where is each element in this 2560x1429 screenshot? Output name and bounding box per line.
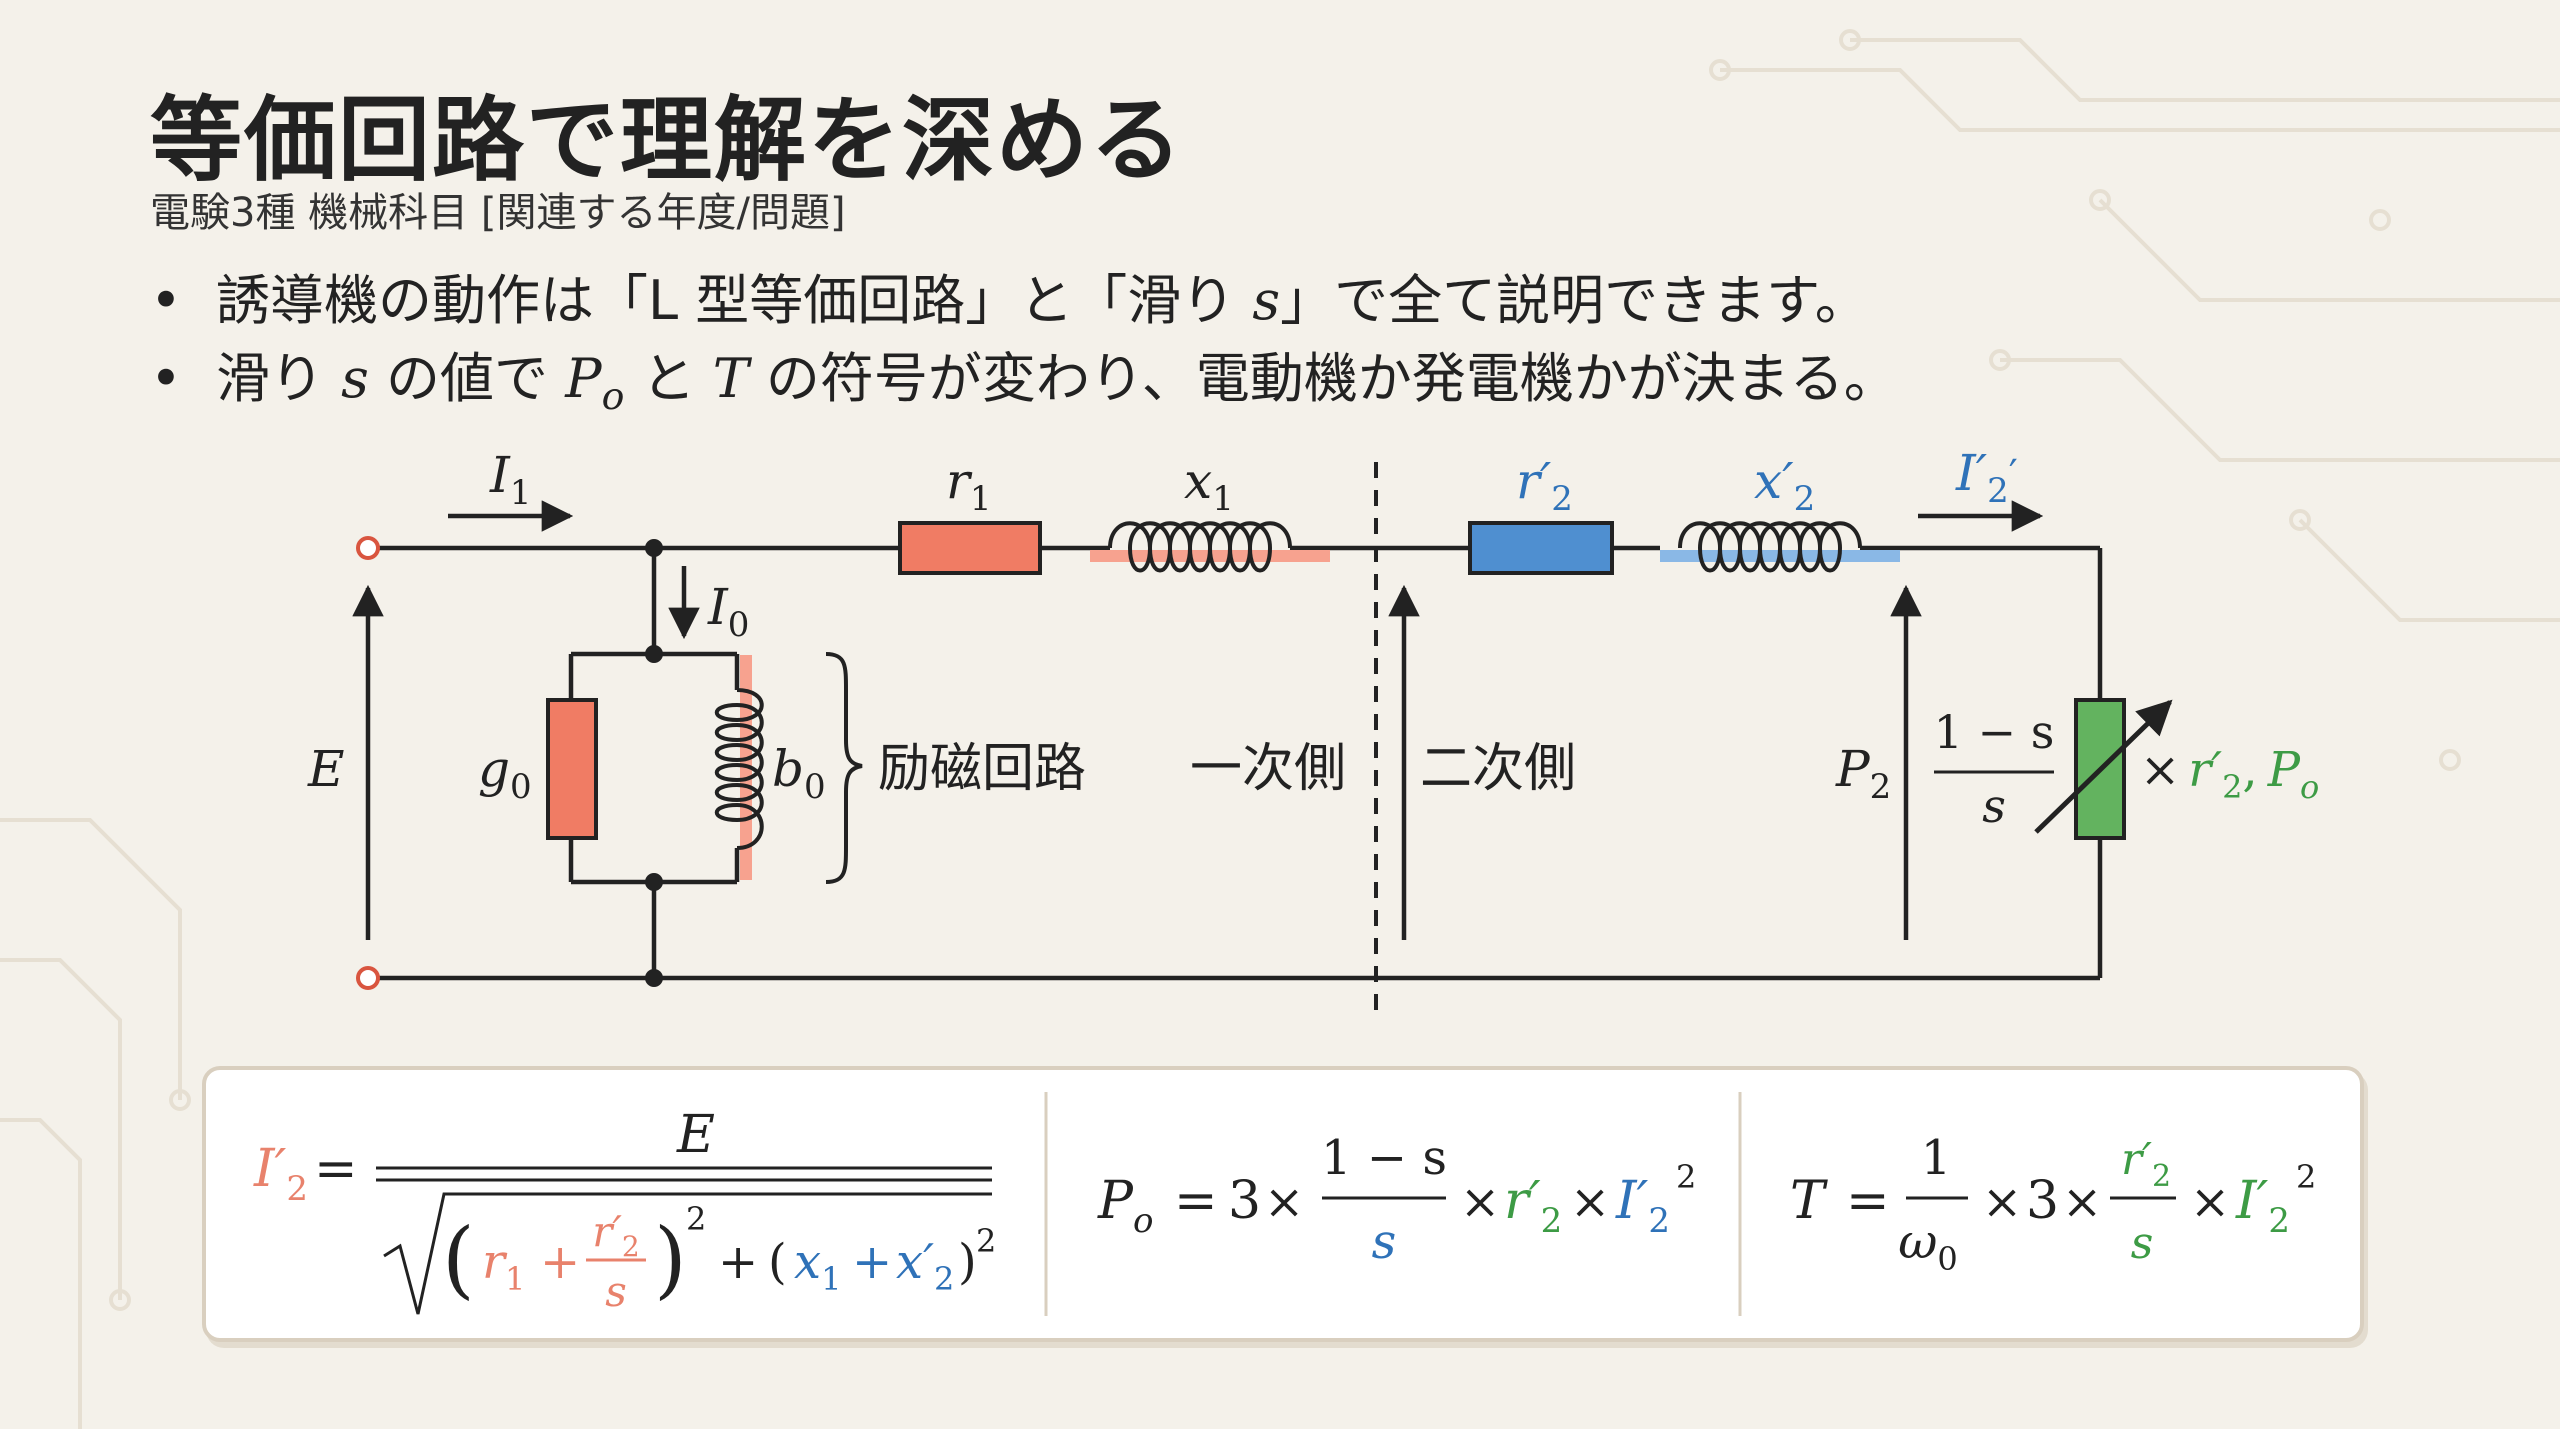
excitation-brace [825, 652, 863, 884]
svg-text:Po: Po [1097, 1171, 1153, 1241]
svg-text:s: s [1372, 1214, 1397, 1270]
svg-text:=: = [314, 1139, 358, 1199]
svg-text:): ) [654, 1210, 687, 1308]
svg-text:ω0: ω0 [1898, 1214, 1958, 1278]
formula-secondary-current: I′2 = E ( r1 + r′2 s ) 2 + ( x1 + x′2 ) … [253, 1105, 996, 1316]
node [645, 539, 663, 557]
label-r2p: r′2 [1516, 452, 1573, 519]
svg-text:s: s [2131, 1218, 2154, 1269]
svg-text:=: = [1174, 1171, 1218, 1231]
node [645, 969, 663, 987]
label-excitation-circuit: 励磁回路 [878, 739, 1086, 799]
label-b0: b0 [772, 740, 826, 807]
svg-text:=: = [1846, 1171, 1890, 1231]
bullet-text: と [624, 347, 713, 410]
slip-symbol: s [341, 347, 369, 410]
svg-text:1: 1 [1921, 1130, 1952, 1186]
svg-text:+: + [540, 1234, 580, 1290]
svg-text:x′2: x′2 [896, 1234, 954, 1298]
power-symbol: Po [565, 347, 625, 418]
svg-text:(: ( [442, 1210, 475, 1308]
terminal [356, 536, 380, 560]
bullet-text: 」で全て説明できます。 [1280, 269, 1869, 332]
svg-text:r′2: r′2 [2121, 1134, 2171, 1194]
svg-text:2: 2 [686, 1200, 706, 1238]
inductor-x1 [1090, 521, 1330, 573]
svg-text:I′2: I′2 [1615, 1171, 1670, 1241]
svg-text:r′2: r′2 [1504, 1171, 1562, 1241]
label-load: ×r′2,Po [2140, 742, 2319, 806]
label-primary-side: 一次側 [1190, 739, 1346, 799]
inductor-b0 [715, 655, 764, 880]
bullet-item: 誘導機の動作は「L 型等価回路」と「滑り s」で全て説明できます。 [150, 262, 1898, 340]
svg-text:1 − s: 1 − s [1321, 1130, 1447, 1186]
bullet-text: 誘導機の動作は「L 型等価回路」と「滑り [216, 269, 1253, 332]
svg-text:×: × [1264, 1174, 1304, 1230]
svg-text:E: E [676, 1105, 715, 1165]
torque-symbol: T [712, 347, 749, 410]
svg-text:r′2: r′2 [592, 1207, 639, 1263]
svg-text:+: + [718, 1234, 758, 1290]
svg-text:): ) [958, 1234, 977, 1290]
svg-text:×: × [2190, 1174, 2230, 1230]
svg-text:+: + [852, 1234, 892, 1290]
bullet-list: 誘導機の動作は「L 型等価回路」と「滑り s」で全て説明できます。 滑り s の… [150, 262, 1898, 435]
formula-torque: T = 1 ω0 × 3 × r′2 s × I′2 2 [1790, 1130, 2316, 1278]
bullet-text: の値で [368, 347, 566, 410]
formula-panel: I′2 = E ( r1 + r′2 s ) 2 + ( x1 + x′2 ) … [202, 1066, 2364, 1342]
resistor-r2p [1468, 521, 1614, 575]
label-i1: I1 [489, 446, 531, 513]
svg-text:×: × [1570, 1174, 1610, 1230]
formula-panel-svg: I′2 = E ( r1 + r′2 s ) 2 + ( x1 + x′2 ) … [253, 1092, 2316, 1316]
inductor-x2p [1660, 521, 1900, 573]
terminal [356, 966, 380, 990]
svg-text:×: × [1460, 1174, 1500, 1230]
svg-text:2: 2 [2296, 1158, 2316, 1196]
variable-load-resistor [2034, 698, 2173, 840]
load-fraction-numerator: 1 − s [1934, 705, 2055, 759]
svg-text:2: 2 [976, 1222, 996, 1260]
bullet-item: 滑り s の値で Po と T の符号が変わり、電動機か発電機かが決まる。 [150, 340, 1898, 435]
svg-text:(: ( [768, 1234, 787, 1290]
label-g0: g0 [478, 740, 532, 807]
label-i2p: I′2′ [1955, 444, 2018, 511]
svg-text:s: s [605, 1267, 627, 1316]
label-x1: x1 [1184, 452, 1234, 519]
resistor-r1 [898, 521, 1042, 575]
label-r1: r1 [946, 452, 992, 519]
label-e: E [307, 740, 345, 798]
svg-text:3: 3 [2026, 1171, 2059, 1231]
node [645, 873, 663, 891]
label-i0: I0 [707, 578, 749, 645]
svg-text:r1: r1 [482, 1234, 525, 1298]
svg-text:2: 2 [1676, 1158, 1696, 1196]
label-x2p: x′2 [1754, 452, 1815, 519]
svg-text:3: 3 [1228, 1171, 1261, 1231]
svg-text:T: T [1790, 1171, 1828, 1231]
formula-output-power: Po = 3 × 1 − s s × r′2 × I′2 2 [1097, 1130, 1696, 1270]
page-title: 等価回路で理解を深める [150, 87, 1185, 194]
slip-symbol: s [1252, 269, 1281, 332]
load-fraction-denominator: s [1982, 779, 2006, 833]
bullet-text: の符号が変わり、電動機か発電機かが決まる。 [748, 347, 1898, 410]
label-secondary-side: 二次側 [1420, 739, 1576, 799]
bullet-text: 滑り [216, 347, 342, 410]
svg-text:x1: x1 [794, 1234, 841, 1298]
svg-text:×: × [1982, 1174, 2022, 1230]
svg-text:I′2: I′2 [2235, 1171, 2290, 1241]
svg-text:I′2: I′2 [253, 1139, 308, 1209]
resistor-g0 [546, 698, 598, 840]
node [645, 645, 663, 663]
page-subtitle: 電験3種 機械科目 [関連する年度/問題] [150, 190, 846, 236]
svg-text:×: × [2062, 1174, 2102, 1230]
label-p2: P2 [1835, 740, 1891, 807]
